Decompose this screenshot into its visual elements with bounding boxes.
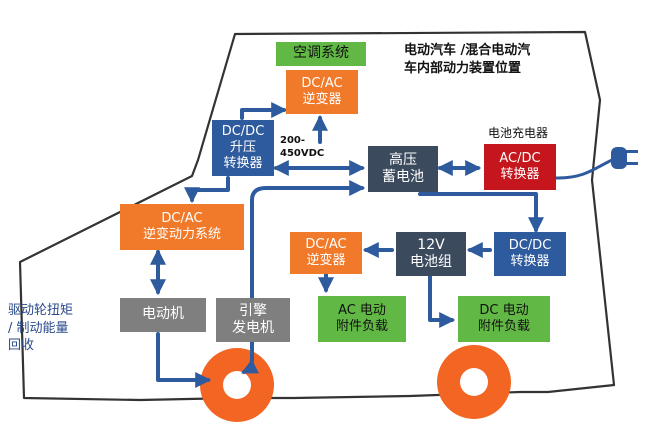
arrow-engine-to-battery: [250, 180, 366, 300]
title-line-2: 车内部动力装置位置: [404, 61, 522, 77]
boost-line3: 转换器: [223, 156, 263, 172]
voltage-line2: 450VDC: [280, 148, 325, 159]
hv-battery-line2: 蓄电池: [382, 169, 424, 185]
plug-icon: [611, 147, 638, 169]
dc-loads-line1: DC 电动: [479, 302, 529, 318]
wheel-icon: [437, 345, 511, 419]
charging-cable: [557, 158, 613, 180]
regen-label: 驱动轮扭矩 / 制动能量 回收: [8, 302, 73, 355]
ac-loads-box: AC 电动 附件负载: [318, 296, 406, 342]
inverter-top-box: DC/AC 逆变器: [286, 70, 358, 114]
charger-converter-box: AC/DC 转换器: [484, 144, 556, 190]
car-body-outline: [18, 30, 616, 402]
voltage-line1: 200-: [280, 135, 306, 146]
arrow-boost-to-traction: [184, 176, 230, 204]
hv-battery-line1: 高压: [389, 151, 417, 168]
traction-line1: DC/AC: [161, 210, 203, 226]
arrow-boost-to-inverter: [240, 102, 288, 120]
regen-line2: / 制动能量: [8, 320, 69, 336]
inverter-mid-box: DC/AC 逆变器: [290, 232, 362, 274]
inverter-top-line2: 逆变器: [302, 92, 342, 107]
boost-line2: 升压: [229, 139, 256, 155]
motor-box: 电动机: [120, 298, 206, 332]
ac-loads-line2: 附件负载: [335, 319, 388, 334]
dcdc-converter-box: DC/DC 转换器: [494, 232, 566, 276]
wheel-icon: [200, 348, 274, 422]
boost-line1: DC/DC: [221, 123, 265, 139]
ac-loads-line1: AC 电动: [338, 302, 386, 318]
inverter-mid-line2: 逆变器: [306, 253, 346, 268]
charger-label: 电池充电器: [488, 124, 548, 141]
regen-line3: 回收: [8, 338, 35, 354]
engine-generator-box: 引擎 发电机: [216, 298, 290, 342]
arrow-engine-to-wheel: [241, 340, 260, 374]
dcdc-line2: 转换器: [510, 254, 550, 269]
diagram-title: 电动汽车 /混合电动汽 车内部动力装置位置: [404, 42, 530, 78]
arrow-motor-to-wheel: [156, 332, 212, 388]
hv-battery-box: 高压 蓄电池: [368, 146, 438, 192]
engine-line2: 发电机: [232, 320, 274, 336]
battery-12v-box: 12V 电池组: [396, 232, 466, 276]
ac-system-box: 空调系统: [276, 42, 366, 66]
motor-label: 电动机: [142, 306, 184, 323]
engine-line1: 引擎: [239, 302, 267, 319]
dc-loads-box: DC 电动 附件负载: [458, 296, 550, 342]
charger-label-text: 电池充电器: [488, 126, 549, 140]
battery-12v-line1: 12V: [417, 236, 445, 253]
ac-system-label: 空调系统: [293, 45, 349, 62]
title-line-1: 电动汽车 /混合电动汽: [404, 43, 531, 58]
traction-line2: 逆变动力系统: [142, 227, 221, 242]
charger-line1: AC/DC: [499, 150, 541, 166]
battery-12v-line2: 电池组: [410, 254, 452, 270]
boost-converter-box: DC/DC 升压 转换器: [212, 120, 274, 176]
voltage-label: 200- 450VDC: [280, 134, 324, 160]
regen-line1: 驱动轮扭矩: [8, 303, 74, 318]
inverter-mid-line1: DC/AC: [305, 236, 347, 252]
charger-line2: 转换器: [500, 167, 540, 182]
arrow-12v-to-dcloads: [428, 274, 456, 328]
traction-inverter-box: DC/AC 逆变动力系统: [120, 204, 244, 250]
inverter-top-line1: DC/AC: [301, 75, 343, 91]
dcdc-line1: DC/DC: [508, 237, 552, 253]
dc-loads-line2: 附件负载: [477, 319, 530, 334]
arrow-battery-to-dcdc: [418, 192, 544, 234]
